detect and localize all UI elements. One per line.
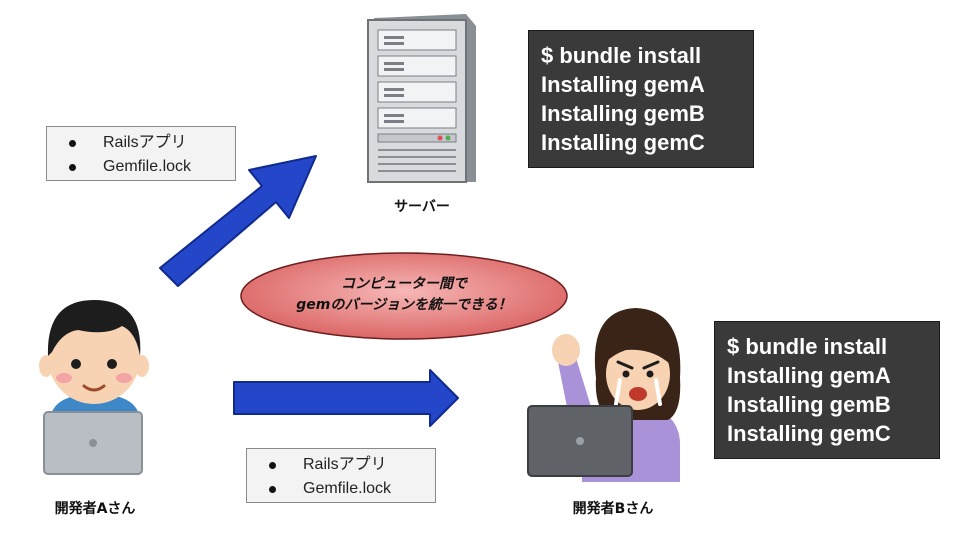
- terminal-line: Installing gemC: [541, 130, 705, 155]
- files-to-dev-b-box: Railsアプリ Gemfile.lock: [246, 448, 436, 503]
- dev-b-terminal: $ bundle install Installing gemA Install…: [714, 321, 940, 459]
- developer-a-illustration-icon: [39, 300, 149, 475]
- list-item: Railsアプリ: [47, 131, 235, 155]
- arrow-to-server-icon: [159, 155, 317, 287]
- developer-a-label: 開発者Aさん: [54, 501, 136, 517]
- terminal-line: Installing gemB: [727, 392, 891, 417]
- server-label: サーバー: [394, 199, 450, 215]
- server-tower-icon: [367, 14, 476, 183]
- terminal-line: Installing gemA: [541, 72, 705, 97]
- terminal-line: $ bundle install: [727, 334, 888, 359]
- message-line: gemのバージョンを統一できる！: [296, 297, 512, 313]
- terminal-line: Installing gemB: [541, 101, 705, 126]
- files-to-server-box: Railsアプリ Gemfile.lock: [46, 126, 236, 181]
- developer-b-illustration-icon: [527, 308, 681, 482]
- terminal-line: Installing gemA: [727, 363, 891, 388]
- list-item: Railsアプリ: [247, 453, 435, 477]
- terminal-line: Installing gemC: [727, 421, 891, 446]
- message-line: コンピューター間で: [341, 276, 467, 292]
- arrow-to-dev-b-icon: [233, 369, 459, 427]
- message-bubble: [240, 252, 568, 340]
- developer-b-label: 開発者Bさん: [572, 501, 654, 517]
- list-item: Gemfile.lock: [247, 477, 435, 501]
- message-text: コンピューター間で gemのバージョンを統一できる！: [238, 274, 570, 316]
- terminal-line: $ bundle install: [541, 43, 702, 68]
- list-item: Gemfile.lock: [47, 155, 235, 179]
- server-terminal: $ bundle install Installing gemA Install…: [528, 30, 754, 168]
